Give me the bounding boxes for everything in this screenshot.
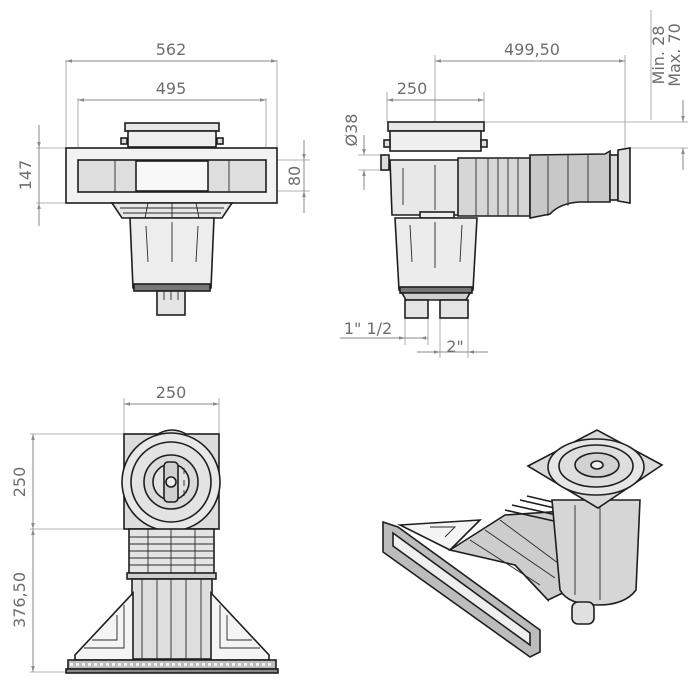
top-view: 250 250 376,50 [10,383,279,674]
dim-376-50: 376,50 [10,572,29,628]
front-view: 562 495 147 80 [16,40,310,316]
dim-250-top-depth: 250 [10,467,29,498]
dim-250-side: 250 [397,79,428,98]
dim-562: 562 [156,40,187,59]
dim-495: 495 [156,79,187,98]
dim-max-70: Max. 70 [665,23,684,87]
dim-499-50: 499,50 [504,40,560,59]
side-view: 499,50 250 Ø38 Min. 28 Max. 70 1" 1/2 2" [340,10,688,358]
dim-outlet-2: 2" [446,337,464,356]
dim-diameter-38: Ø38 [342,114,361,147]
dim-147: 147 [16,160,35,191]
dim-outlet-1-1-2: 1" 1/2 [344,319,392,338]
dim-min-28: Min. 28 [649,26,668,85]
isometric-view [382,429,664,658]
dim-250-top-width: 250 [156,383,187,402]
dim-80: 80 [285,166,304,186]
